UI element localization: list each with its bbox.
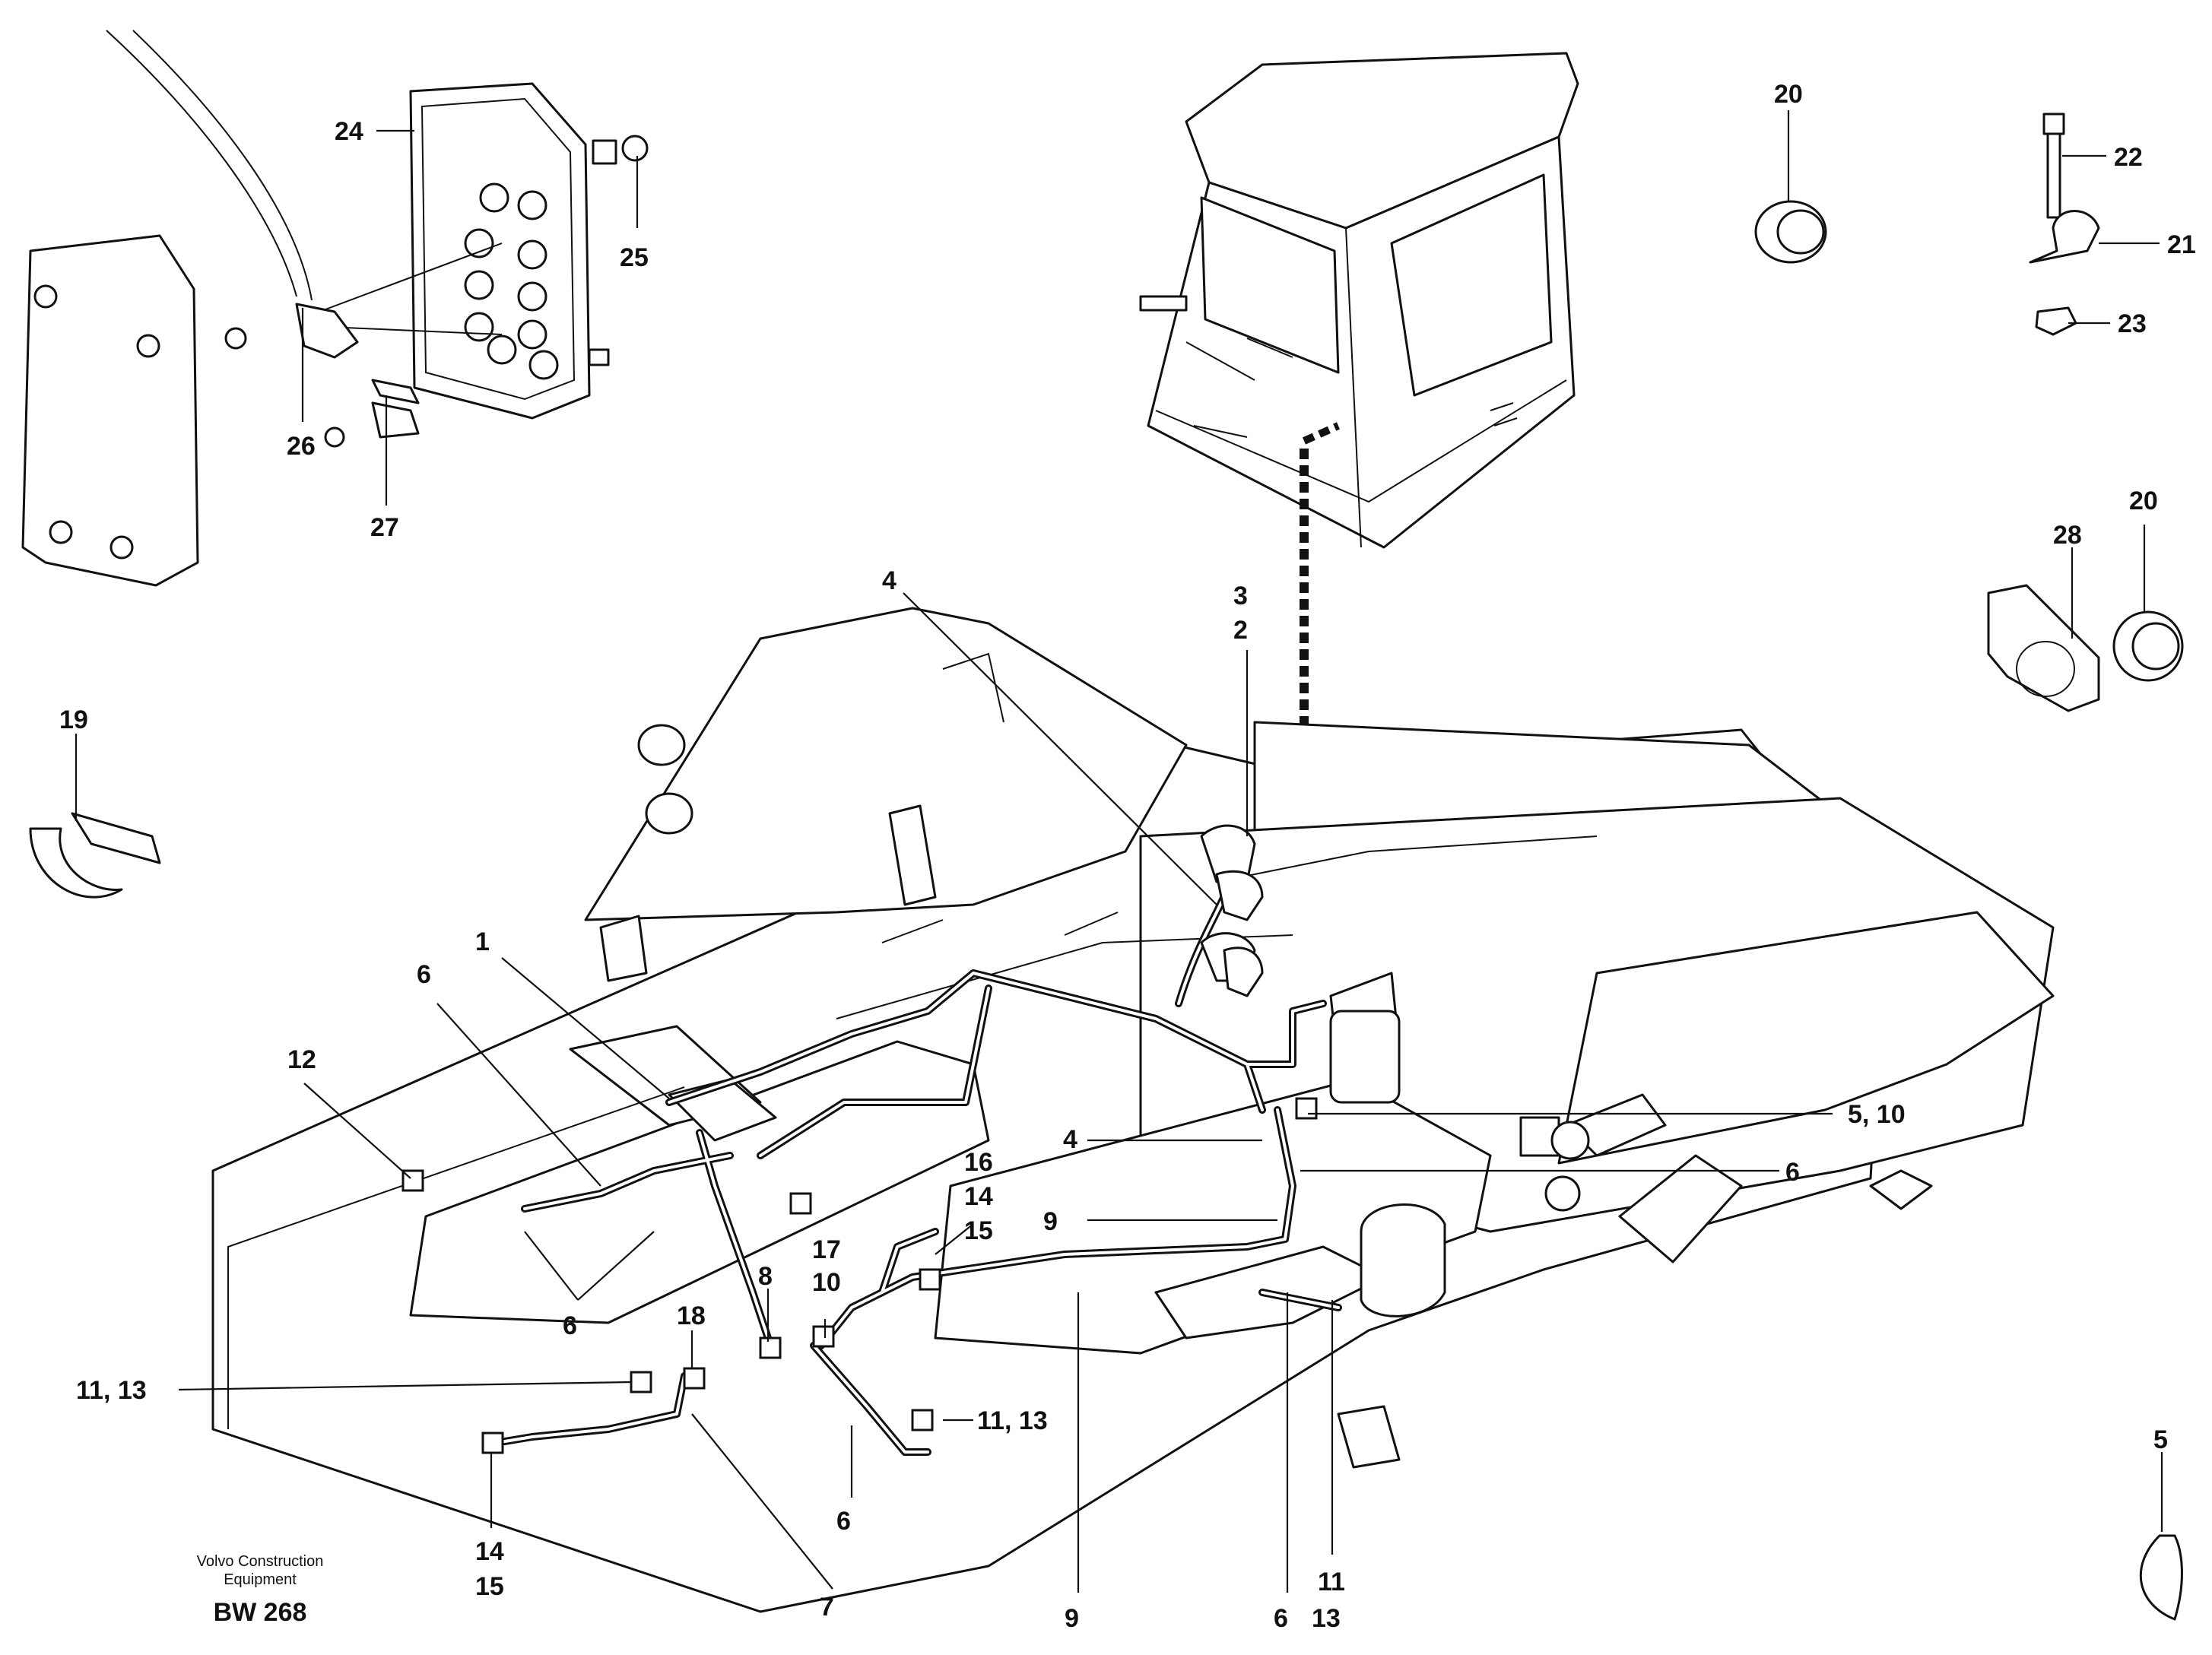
callout-20-top: 20 xyxy=(1774,80,1803,109)
callout-2: 2 xyxy=(1233,616,1248,645)
callout-22: 22 xyxy=(2114,143,2143,172)
callout-11-13-left: 11, 13 xyxy=(76,1376,147,1405)
callout-6-center: 6 xyxy=(563,1311,577,1340)
cab-illustration xyxy=(1139,52,1579,851)
callout-13: 13 xyxy=(1312,1604,1341,1633)
callout-15-mid: 15 xyxy=(964,1216,993,1245)
footer: Volvo Construction Equipment BW 268 xyxy=(197,1553,324,1627)
callout-25: 25 xyxy=(620,243,649,272)
callout-11: 11 xyxy=(1318,1568,1345,1596)
callout-14-mid: 14 xyxy=(964,1182,993,1211)
wiring-harnesses xyxy=(401,824,1401,1456)
company-name-line1: Volvo Construction xyxy=(197,1553,324,1570)
callout-labels: 24 25 26 27 20 22 21 23 28 20 19 5 4 3 2… xyxy=(59,80,2196,1633)
callout-16: 16 xyxy=(964,1148,993,1177)
callout-28: 28 xyxy=(2053,521,2082,550)
bracket-grommet-28-20 xyxy=(1987,584,2184,712)
callout-18: 18 xyxy=(677,1301,706,1330)
callout-24: 24 xyxy=(335,117,363,146)
drawing-code: BW 268 xyxy=(214,1598,307,1627)
leader-lines xyxy=(75,110,2163,1593)
callout-12: 12 xyxy=(287,1045,316,1074)
callout-6-bottom: 6 xyxy=(836,1507,851,1536)
callout-27: 27 xyxy=(370,513,399,542)
callout-1: 1 xyxy=(475,927,490,956)
frame-illustration xyxy=(211,607,2055,1613)
callout-9-bottom: 9 xyxy=(1065,1604,1079,1633)
callout-19: 19 xyxy=(59,705,88,734)
clamp-bolt-parts xyxy=(2029,113,2100,336)
callout-3: 3 xyxy=(1233,582,1248,610)
fuse-box-illustration xyxy=(21,30,649,587)
callout-9-mid: 9 xyxy=(1043,1207,1058,1236)
callout-4-top: 4 xyxy=(882,566,897,595)
callout-6-right: 6 xyxy=(1785,1158,1800,1187)
callout-10: 10 xyxy=(812,1268,841,1297)
callout-7: 7 xyxy=(820,1593,834,1622)
callout-5-tie: 5 xyxy=(2153,1425,2168,1454)
callout-26: 26 xyxy=(287,432,316,461)
callout-6-left: 6 xyxy=(417,960,431,989)
callout-23: 23 xyxy=(2118,309,2147,338)
callout-4-mid: 4 xyxy=(1063,1125,1077,1154)
grommet-part-20 xyxy=(1754,200,1827,264)
callout-21: 21 xyxy=(2167,230,2196,259)
callout-15-bottom: 15 xyxy=(475,1572,504,1601)
callout-8: 8 xyxy=(758,1262,773,1291)
company-name-line2: Equipment xyxy=(224,1571,297,1588)
cable-tie-5 xyxy=(2139,1534,2183,1621)
callout-5-10: 5, 10 xyxy=(1848,1100,1906,1129)
callout-14-bottom: 14 xyxy=(475,1537,504,1566)
callout-6-bottom-right: 6 xyxy=(1274,1604,1288,1633)
cable-strap-19 xyxy=(29,812,161,899)
callout-20-right: 20 xyxy=(2129,487,2158,515)
callout-11-13-right: 11, 13 xyxy=(977,1406,1048,1435)
callout-17: 17 xyxy=(812,1235,841,1264)
